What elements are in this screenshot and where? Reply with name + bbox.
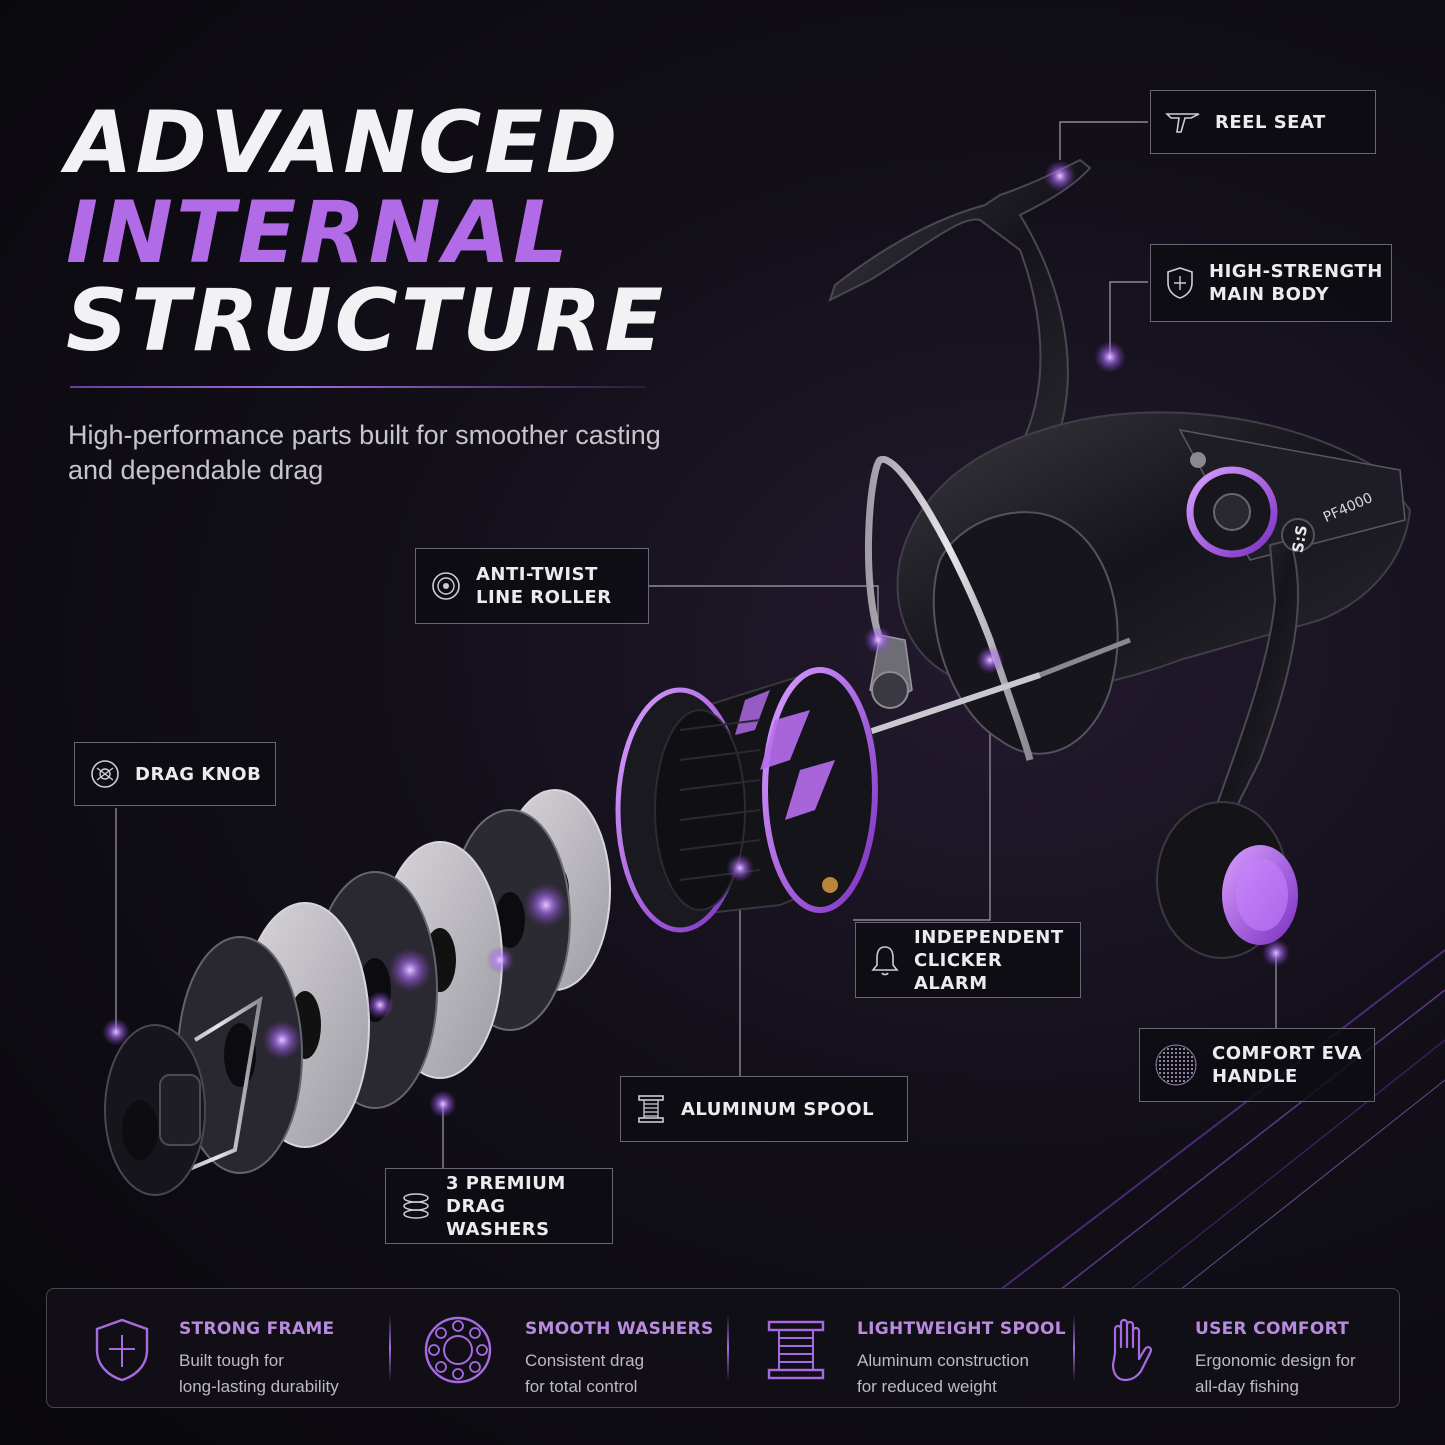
- callout-main-body-line1: HIGH-STRENGTH: [1209, 261, 1383, 282]
- feature-title: SMOOTH WASHERS: [525, 1319, 714, 1339]
- bell-icon: [871, 946, 899, 976]
- feature-title: USER COMFORT: [1195, 1319, 1350, 1339]
- callout-line-roller-line2: LINE ROLLER: [476, 587, 612, 608]
- shield-icon: [1167, 267, 1193, 299]
- subtitle: High-performance parts built for smoothe…: [68, 420, 661, 485]
- callout-clicker-line1: INDEPENDENT: [914, 926, 1064, 948]
- hand-icon: [1111, 1318, 1153, 1382]
- headline-line-2: INTERNAL: [66, 183, 571, 283]
- callout-eva-line1: COMFORT EVA: [1212, 1043, 1363, 1064]
- callout-main-body-line2: MAIN BODY: [1209, 284, 1330, 305]
- spool-illustration: [615, 667, 878, 933]
- feature-desc-line1: Built tough for: [179, 1351, 284, 1370]
- callout-spool-label: ALUMINUM SPOOL: [681, 1098, 875, 1120]
- bearing-icon: [424, 1316, 492, 1384]
- drag-knob-icon: [91, 760, 119, 788]
- callout-eva-handle: COMFORT EVA HANDLE: [1139, 1028, 1375, 1102]
- feature-desc-line1: Consistent drag: [525, 1351, 645, 1370]
- eva-texture-icon: [1155, 1044, 1197, 1086]
- callout-eva-line2: HANDLE: [1212, 1066, 1298, 1087]
- feature-band: STRONG FRAME Built tough for long-lastin…: [46, 1288, 1400, 1408]
- drag-knob-illustration: [104, 1024, 206, 1196]
- callout-line-roller-line1: ANTI-TWIST: [476, 564, 598, 585]
- washers-icon: [403, 1193, 429, 1219]
- callout-connectors: [115, 121, 1277, 1168]
- background-streaks: [999, 949, 1445, 1291]
- line-roller-icon: [432, 572, 460, 600]
- headline-line-1: ADVANCED: [66, 93, 621, 193]
- callout-clicker-alarm: INDEPENDENT CLICKER ALARM: [855, 922, 1081, 998]
- feature-user-comfort: USER COMFORT Ergonomic design for all-da…: [1077, 1289, 1399, 1407]
- spool-icon: [767, 1320, 825, 1380]
- callout-line-roller: ANTI-TWIST LINE ROLLER: [415, 548, 649, 624]
- feature-desc-line1: Ergonomic design for: [1195, 1351, 1356, 1370]
- headline-divider: [70, 386, 645, 388]
- feature-desc-line2: for total control: [525, 1377, 638, 1396]
- feature-title: STRONG FRAME: [179, 1319, 335, 1339]
- feature-smooth-washers: SMOOTH WASHERS Consistent drag for total…: [393, 1289, 727, 1407]
- callout-washers-line1: 3 PREMIUM: [446, 1172, 566, 1194]
- feature-desc-line2: long-lasting durability: [179, 1377, 339, 1396]
- callout-clicker-line2: CLICKER ALARM: [914, 949, 1003, 994]
- feature-desc-line1: Aluminum construction: [857, 1351, 1029, 1370]
- glow-points: [102, 160, 1290, 1118]
- washers-illustration: [177, 789, 611, 1174]
- reel-seat-icon: [1165, 113, 1200, 133]
- callout-drag-washers: 3 PREMIUM DRAG WASHERS: [385, 1168, 613, 1244]
- headline-line-3: STRUCTURE: [66, 271, 667, 371]
- feature-divider: [727, 1315, 729, 1381]
- callout-main-body: HIGH-STRENGTH MAIN BODY: [1150, 244, 1392, 322]
- callout-washers-line2: DRAG WASHERS: [446, 1195, 550, 1240]
- callout-drag-knob-label: DRAG KNOB: [135, 763, 262, 785]
- feature-desc-line2: for reduced weight: [857, 1377, 997, 1396]
- feature-desc-line2: all-day fishing: [1195, 1377, 1299, 1396]
- callout-drag-knob: DRAG KNOB: [74, 742, 276, 806]
- shield-icon: [95, 1318, 149, 1382]
- spool-icon: [638, 1095, 664, 1123]
- feature-strong-frame: STRONG FRAME Built tough for long-lastin…: [47, 1289, 387, 1407]
- callout-aluminum-spool: ALUMINUM SPOOL: [620, 1076, 908, 1142]
- feature-title: LIGHTWEIGHT SPOOL: [857, 1319, 1066, 1339]
- feature-lightweight-spool: LIGHTWEIGHT SPOOL Aluminum construction …: [731, 1289, 1071, 1407]
- feature-divider: [389, 1315, 391, 1381]
- callout-reel-seat: REEL SEAT: [1150, 90, 1376, 154]
- feature-divider: [1073, 1315, 1075, 1381]
- callout-reel-seat-label: REEL SEAT: [1215, 111, 1326, 133]
